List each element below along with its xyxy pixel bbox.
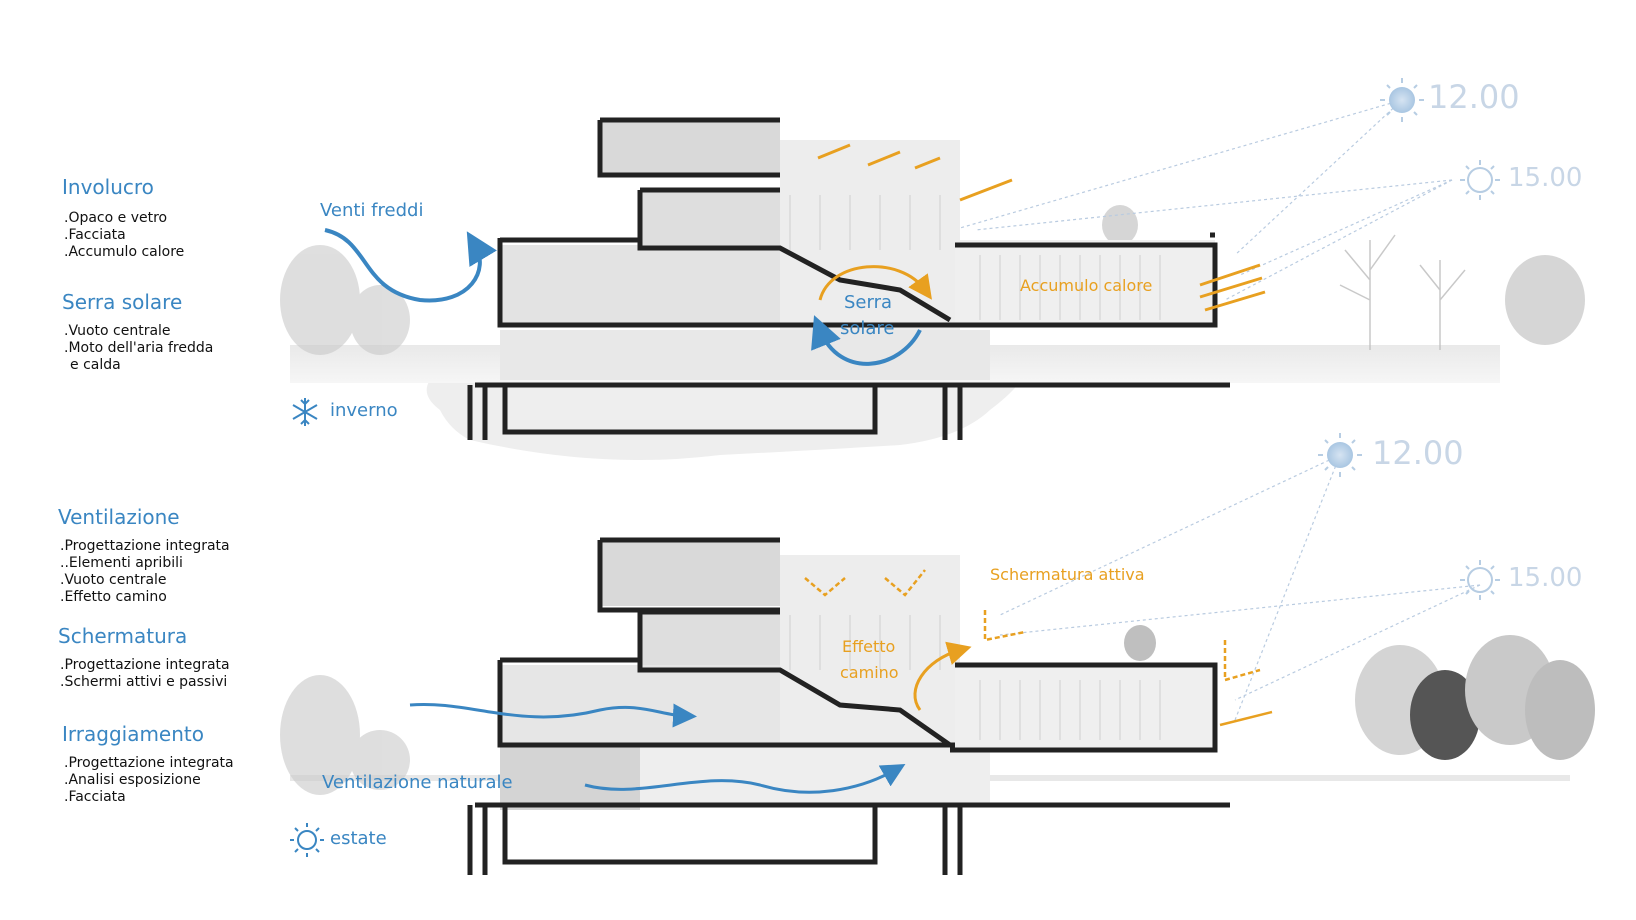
winter-solar-rays	[817, 143, 1266, 312]
ventilation-upper-arrow	[409, 702, 697, 728]
list-item: .Accumulo calore	[64, 244, 185, 260]
label-active-shading: Schermatura attiva	[990, 565, 1145, 584]
list-item: .Progettazione integrata	[60, 538, 230, 554]
winter-ground	[426, 380, 1021, 460]
section-title-irraggiamento: Irraggiamento	[62, 722, 204, 746]
list-item: .Vuoto centrale	[64, 323, 171, 339]
list-item: .Progettazione integrata	[64, 755, 234, 771]
label-natural-ventilation: Ventilazione naturale	[322, 772, 513, 793]
summer-reflected-rays	[804, 569, 1273, 727]
involucro-list: .Opaco e vetro .Facciata .Accumulo calor…	[64, 210, 184, 261]
winter-trees-right	[1339, 234, 1466, 350]
section-title-involucro: Involucro	[62, 175, 154, 199]
sun-noon-icon-winter	[1380, 78, 1424, 122]
list-item: .Effetto camino	[60, 589, 167, 605]
section-title-ventilazione: Ventilazione	[58, 505, 180, 529]
season-label-summer: estate	[330, 828, 387, 849]
label-chimney-line1: Effetto	[842, 637, 896, 656]
list-item: .Opaco e vetro	[64, 210, 168, 226]
summer-trees-right	[1124, 625, 1595, 760]
ventilation-lower-arrow	[584, 764, 906, 794]
sun-icon	[290, 823, 324, 857]
section-title-schermatura: Schermatura	[58, 624, 188, 648]
time-afternoon-summer: 15.00	[1508, 563, 1583, 593]
list-item: .Progettazione integrata	[60, 657, 230, 673]
sun-afternoon-icon-summer	[1460, 560, 1500, 600]
list-item: ..Elementi apribili	[60, 555, 183, 571]
time-noon-winter: 12.00	[1428, 78, 1520, 116]
greenhouse-air-arrow	[811, 315, 922, 366]
list-item: .Moto dell'aria fredda	[64, 340, 214, 356]
list-item: .Facciata	[64, 227, 126, 243]
winter-trees-left	[280, 245, 410, 355]
label-heat-storage: Accumulo calore	[1020, 276, 1153, 295]
cold-wind-arrow	[324, 228, 497, 303]
summer-sun-rays	[999, 454, 1481, 721]
sun-afternoon-icon-winter	[1460, 160, 1500, 200]
list-item: .Vuoto centrale	[60, 572, 167, 588]
greenhouse-warm-arrow	[818, 265, 932, 301]
snowflake-icon	[292, 398, 318, 426]
schermatura-list: .Progettazione integrata .Schermi attivi…	[60, 657, 230, 691]
sun-noon-icon-summer	[1318, 433, 1362, 477]
list-item: .Facciata	[64, 789, 126, 805]
chimney-effect-arrow	[913, 641, 972, 711]
label-greenhouse-line2: solare	[840, 318, 895, 339]
list-item: e calda	[70, 357, 121, 373]
irraggiamento-list: .Progettazione integrata .Analisi esposi…	[64, 755, 234, 806]
time-afternoon-winter: 15.00	[1508, 163, 1583, 193]
ventilazione-list: .Progettazione integrata ..Elementi apri…	[60, 538, 230, 606]
label-cold-winds: Venti freddi	[320, 200, 424, 221]
season-label-winter: inverno	[330, 400, 398, 421]
winter-section	[280, 78, 1585, 460]
list-item: .Analisi esposizione	[64, 772, 201, 788]
list-item: .Schermi attivi e passivi	[60, 674, 228, 690]
serra-solare-list: .Vuoto centrale .Moto dell'aria fredda e…	[64, 323, 213, 374]
summer-trees-left	[280, 675, 410, 795]
section-title-serra-solare: Serra solare	[62, 290, 183, 314]
label-chimney-line2: camino	[840, 663, 899, 682]
winter-structure	[467, 117, 1230, 440]
time-noon-summer: 12.00	[1372, 434, 1464, 472]
winter-sun-rays	[959, 99, 1453, 301]
label-greenhouse-line1: Serra	[844, 292, 893, 313]
summer-structure	[467, 537, 1230, 875]
summer-section	[280, 433, 1595, 875]
